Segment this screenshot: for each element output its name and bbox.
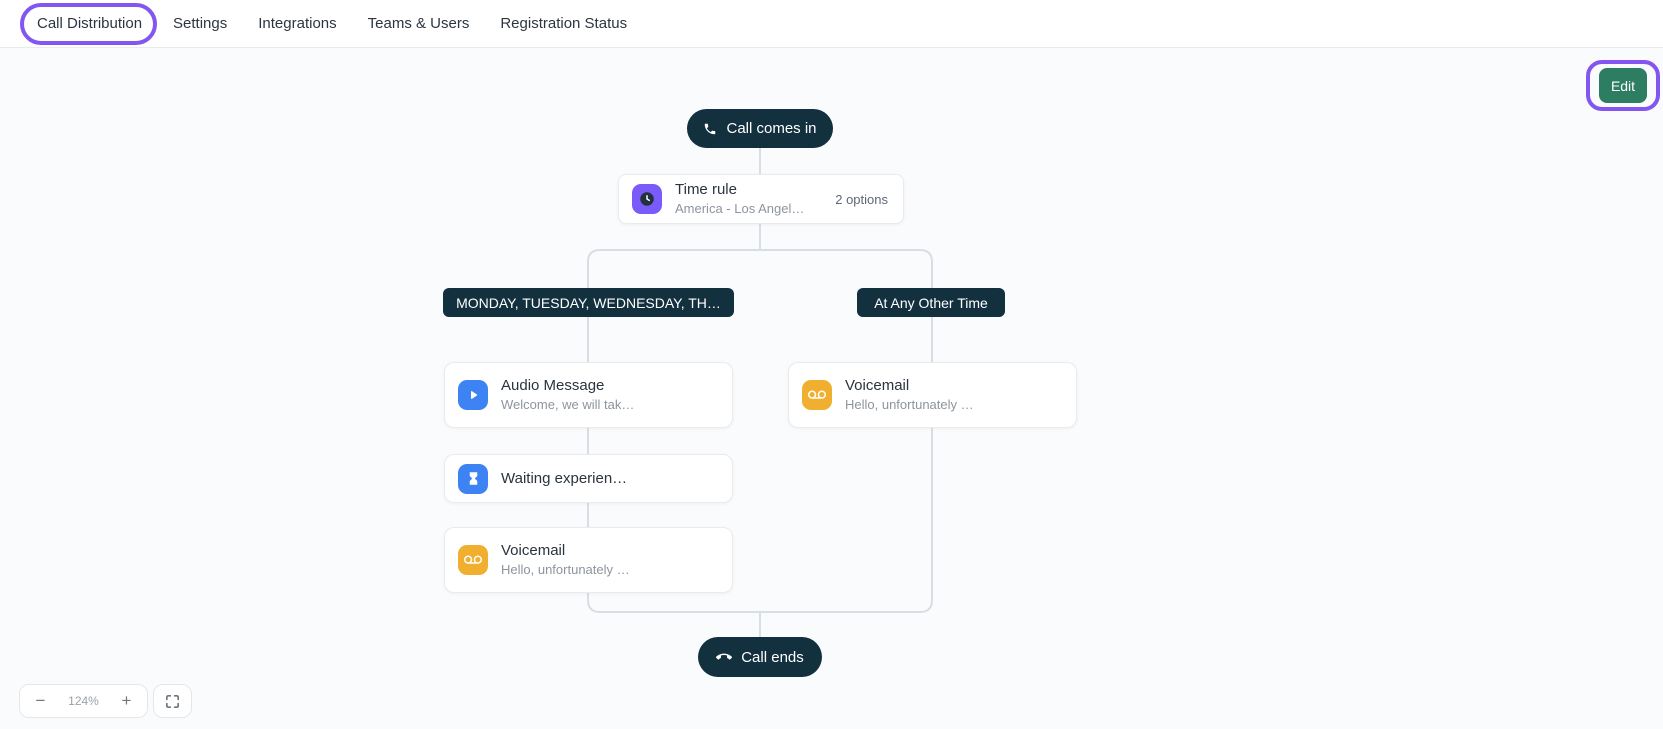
- call-comes-in-node[interactable]: Call comes in: [687, 109, 833, 148]
- branch-label-weekdays: MONDAY, TUESDAY, WEDNESDAY, TH…: [443, 288, 734, 317]
- voicemail-card-left[interactable]: Voicemail Hello, unfortunately …: [444, 527, 733, 593]
- tab-registration-status[interactable]: Registration Status: [500, 14, 628, 32]
- time-rule-card[interactable]: Time rule America - Los Angel… 2 options: [618, 174, 904, 224]
- tab-teams-users[interactable]: Teams & Users: [367, 14, 470, 32]
- tab-settings[interactable]: Settings: [173, 14, 228, 32]
- voicemail-left-subtitle: Hello, unfortunately …: [501, 562, 630, 577]
- zoom-toolbar: − 124% +: [19, 684, 148, 718]
- tab-call-distribution[interactable]: Call Distribution: [20, 2, 158, 45]
- voicemail-card-right[interactable]: Voicemail Hello, unfortunately …: [788, 362, 1077, 428]
- zoom-in-button[interactable]: +: [106, 685, 147, 717]
- fit-view-icon: [165, 694, 180, 708]
- waiting-experience-title: Waiting experien…: [501, 469, 628, 487]
- phone-icon: [705, 123, 716, 134]
- voicemail-icon: [802, 380, 832, 410]
- call-ends-label: Call ends: [741, 648, 804, 666]
- time-rule-options-count: 2 options: [835, 191, 888, 207]
- call-ends-node[interactable]: Call ends: [698, 637, 822, 677]
- audio-message-subtitle: Welcome, we will tak…: [501, 397, 635, 412]
- waiting-experience-card[interactable]: Waiting experien…: [444, 454, 733, 503]
- time-rule-subtitle: America - Los Angel…: [675, 201, 805, 216]
- voicemail-right-subtitle: Hello, unfortunately …: [845, 397, 974, 412]
- top-nav: Call Distribution Settings Integrations …: [0, 0, 1663, 48]
- time-rule-title: Time rule: [675, 181, 737, 198]
- zoom-out-button[interactable]: −: [20, 685, 61, 717]
- zoom-level-display: 124%: [61, 685, 106, 717]
- call-comes-in-label: Call comes in: [726, 120, 817, 137]
- fit-view-button[interactable]: [153, 684, 192, 718]
- voicemail-right-title: Voicemail: [845, 377, 910, 394]
- voicemail-left-title: Voicemail: [501, 542, 566, 559]
- edit-button[interactable]: Edit: [1599, 68, 1647, 103]
- clock-icon: [632, 184, 662, 214]
- audio-message-title: Audio Message: [501, 377, 605, 394]
- audio-message-card[interactable]: Audio Message Welcome, we will tak…: [444, 362, 733, 428]
- voicemail-icon: [458, 545, 488, 575]
- tab-integrations[interactable]: Integrations: [258, 14, 337, 32]
- annotation-ring-edit: Edit: [1586, 60, 1660, 111]
- call-flow-canvas: Call comes in Time rule America - Los An…: [0, 48, 1663, 729]
- play-icon: [458, 380, 488, 410]
- hourglass-icon: [458, 463, 488, 494]
- branch-label-any-other-time: At Any Other Time: [857, 288, 1005, 317]
- tab-call-distribution-label: Call Distribution: [37, 14, 143, 32]
- call-end-icon: [716, 653, 733, 660]
